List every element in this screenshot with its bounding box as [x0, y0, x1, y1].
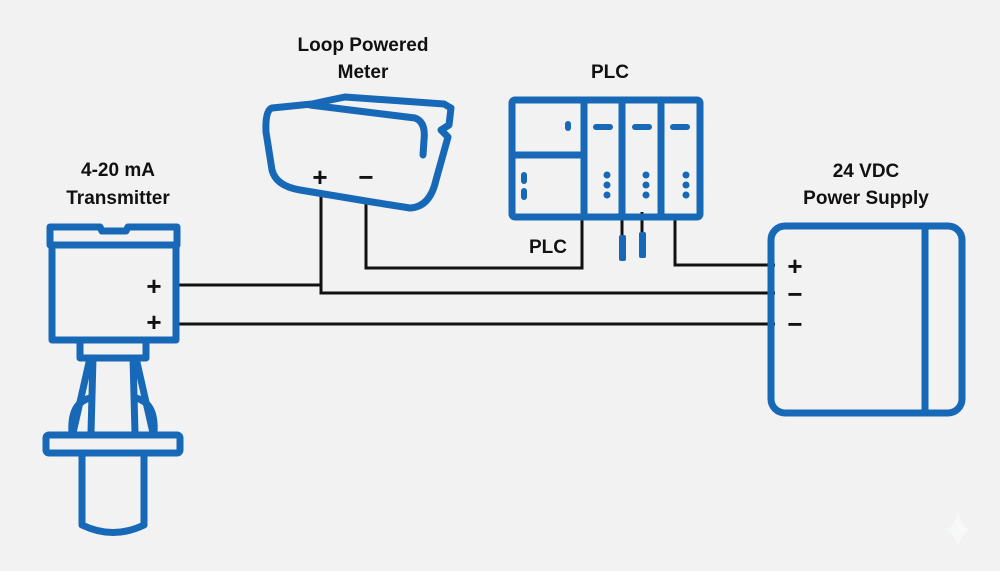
plc-module-1-led	[593, 124, 613, 130]
meter-label-line1: Loop Powered	[298, 35, 429, 56]
transmitter-probe	[78, 449, 148, 536]
meter-face-edge	[306, 101, 428, 159]
plc-cpu-led-2	[521, 172, 527, 184]
power-supply-terminal-minus-2: −	[787, 309, 802, 339]
wire-plc-to-supply-plus	[673, 215, 775, 267]
wire-meter-plus-to-supply-minus	[319, 285, 775, 295]
plc-indicators	[521, 121, 690, 261]
plc-label: PLC	[591, 62, 629, 83]
power-supply[interactable]: 24 VDC Power Supply + − −	[767, 161, 966, 417]
transmitter-terminal-plus-2: +	[146, 307, 161, 337]
loop-powered-meter[interactable]: Loop Powered Meter + −	[262, 35, 455, 212]
transmitter[interactable]: 4-20 mA Transmitter + +	[42, 160, 184, 536]
plc-cpu-led	[565, 121, 571, 131]
meter-terminal-minus: −	[358, 162, 373, 192]
transmitter-shoulders	[68, 394, 158, 437]
transmitter-flange	[42, 431, 184, 457]
plc-probe-2	[639, 232, 646, 258]
power-supply-label-line1: 24 VDC	[833, 161, 900, 182]
transmitter-stem	[69, 354, 157, 437]
transmitter-label-line2: Transmitter	[66, 188, 170, 209]
meter-label-line2: Meter	[338, 62, 389, 83]
transmitter-label-line1: 4-20 mA	[81, 160, 155, 181]
transmitter-terminal-plus-1: +	[146, 271, 161, 301]
plc-module-2-led	[632, 124, 652, 130]
transmitter-neck-collar	[76, 336, 150, 362]
sparkle-icon	[946, 513, 970, 547]
power-supply-body	[767, 222, 966, 417]
meter-terminal-plus: +	[312, 162, 327, 192]
plc-cpu-led-3	[521, 188, 527, 200]
plc-module-3-led	[670, 124, 690, 130]
plc[interactable]: PLC PLC	[508, 62, 704, 261]
power-supply-terminal-minus-1: −	[787, 279, 802, 309]
meter-body	[262, 93, 455, 212]
wire-transmitter-to-meter	[178, 196, 323, 287]
power-supply-terminal-plus: +	[787, 251, 802, 281]
plc-probe-1	[619, 235, 626, 261]
wire-meter-minus-to-plc	[364, 200, 584, 270]
power-supply-label-line2: Power Supply	[803, 188, 929, 209]
plc-inner-label: PLC	[529, 237, 567, 258]
